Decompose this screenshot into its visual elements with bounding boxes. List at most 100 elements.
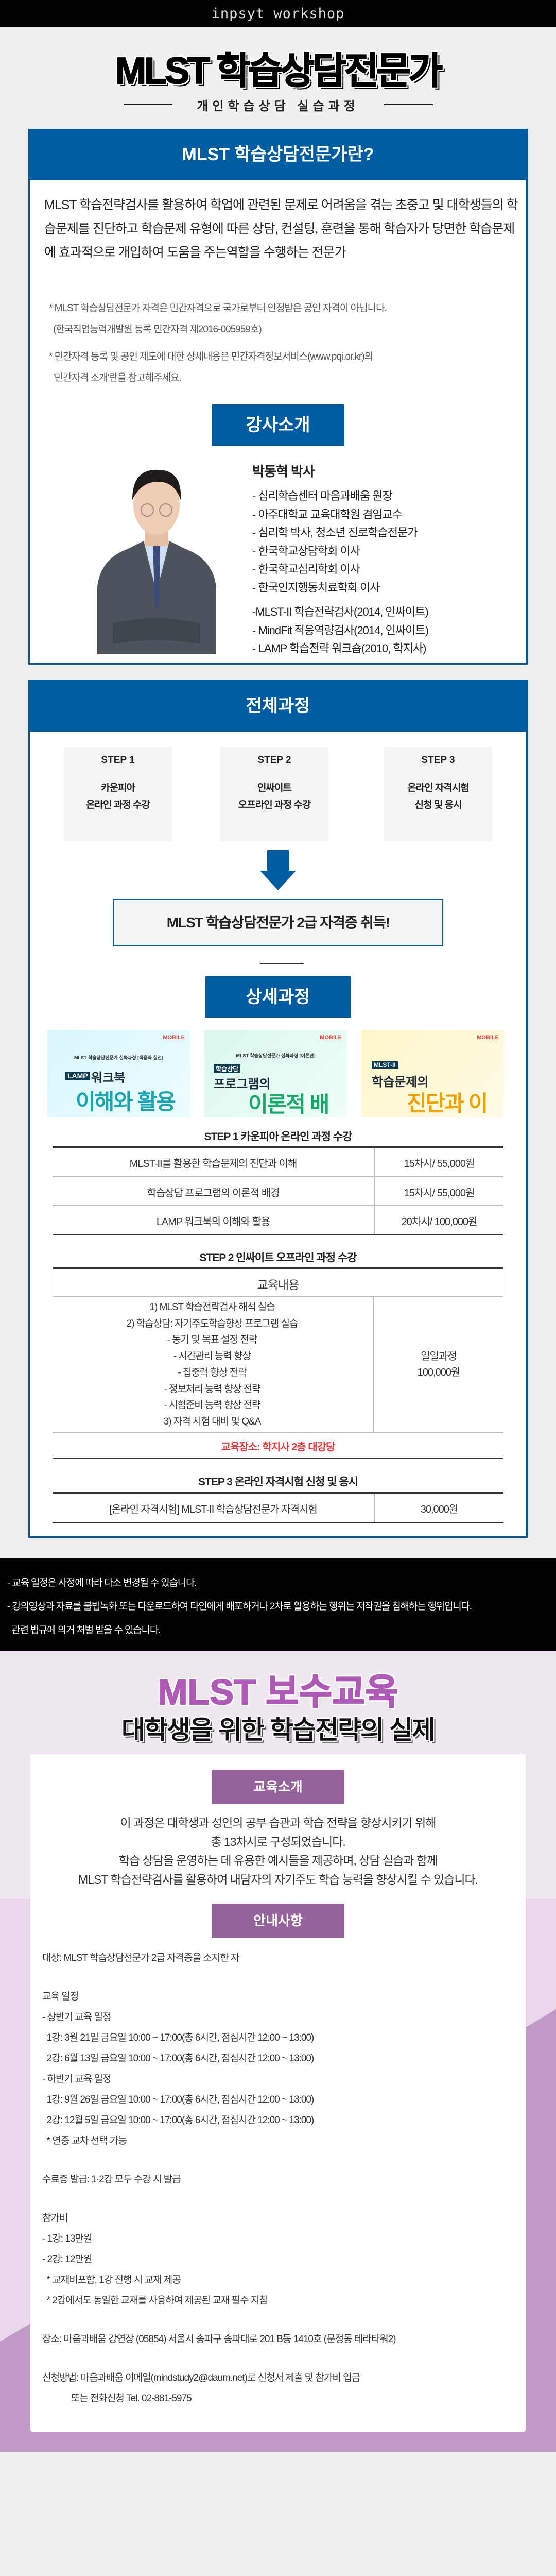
table-cell-price: 15차시/ 55,000원: [404, 1188, 475, 1199]
content-item: - 시간관리 능력 향상: [173, 1351, 251, 1362]
info-target: 대상: MLST 학습상담전문가 2급 자격증을 소지한 자: [42, 1953, 239, 1963]
content-item: - 시험준비 능력 향상 전략: [164, 1400, 260, 1411]
career-item: - 심리학습센터 마음과배움 원장: [252, 489, 393, 502]
course-thumbnail-lamp[interactable]: MOBILE MLST 학습상담전문가 심화과정 [적용와 실천] LAMP 워…: [47, 1030, 190, 1117]
divider: [260, 963, 304, 964]
note-line: * MLST 학습상담전문가 자격은 민간자격으로 국가로부터 인정받은 공인 …: [49, 303, 387, 314]
step3-title: STEP 3 온라인 자격시험 신청 및 응시: [198, 1476, 358, 1488]
step-label: STEP 1: [101, 755, 135, 766]
content-item: - 집중력 향상 전략: [178, 1367, 247, 1378]
note-line: * 민간자격 등록 및 공인 제도에 대한 상세내용은 민간자격정보서비스(ww…: [49, 351, 373, 362]
table-cell-course: [온라인 자격시험] MLST-II 학습상담전문가 자격시험: [109, 1504, 318, 1515]
instructor-name: 박동혁 박사: [252, 464, 315, 479]
info-line: 1강: 9월 26일 금요일 10:00 ~ 17:00(총 6시간, 점심시간…: [42, 2094, 315, 2105]
overall-heading: 전체과정: [28, 680, 528, 732]
thumb-title: 워크북: [91, 1071, 126, 1085]
step-text: 카운피아: [101, 783, 135, 793]
info-line: 2강: 12월 5일 금요일 10:00 ~ 17:00(총 6시간, 점심시간…: [42, 2115, 315, 2126]
intro-label: 교육소개: [212, 1770, 344, 1804]
intro-line: MLST 학습전략검사를 활용하여 내담자의 자기주도 학습 능력을 향상시킬 …: [78, 1872, 478, 1886]
thumb-highlight: 진단과 이해: [407, 1091, 488, 1115]
table-header: 교육내용: [257, 1278, 300, 1292]
content-item: - 정보처리 능력 향상 전략: [164, 1383, 260, 1395]
step-text: 온라인 자격시험: [407, 783, 470, 793]
hero-subtitle: 개인학습상담 실습과정: [197, 99, 359, 113]
refresher-subtitle: 대학생을 위한 학습전략의 실제: [121, 1716, 436, 1744]
info-line: 수료증 발급: 1·2강 모두 수강 시 발급: [42, 2174, 181, 2185]
info-line: - 상반기 교육 일정: [42, 2012, 112, 2023]
thumb-highlight: 이해와 활용: [76, 1090, 176, 1114]
course-price: 일일과정 100,000원: [374, 1349, 503, 1381]
content-item: 3) 자격 시험 대비 및 Q&A: [163, 1416, 262, 1427]
mobile-badge: MOBILE: [477, 1035, 499, 1041]
hero-title: MLST 학습상담전문가: [115, 50, 443, 92]
note-1: * MLST 학습상담전문가 자격은 민간자격으로 국가로부터 인정받은 공인 …: [49, 298, 517, 340]
column-divider: [373, 1297, 374, 1432]
column-divider: [374, 1494, 375, 1522]
table-cell-course: 학습상담 프로그램의 이론적 배경: [147, 1188, 280, 1199]
top-bar: inpsyt workshop: [0, 0, 556, 27]
info-line: - 2강: 12만원: [42, 2254, 92, 2265]
table-border: [53, 1234, 503, 1235]
instructor-button: 강사소개: [212, 404, 344, 446]
info-line: * 2강에서도 동일한 교재를 사용하여 제공된 교재 필수 지참: [42, 2295, 268, 2306]
divider: [384, 104, 433, 105]
notice-line: - 강의영상과 자료를 불법녹화 또는 다운로드하여 타인에게 배포하거나 2차…: [7, 1601, 472, 1612]
content-item: - 동기 및 목표 설정 전략: [167, 1334, 257, 1346]
table-border: [53, 1146, 503, 1148]
note-2: * 민간자격 등록 및 공인 제도에 대한 상세내용은 민간자격정보서비스(ww…: [49, 346, 517, 388]
detail-button: 상세과정: [205, 976, 351, 1018]
intro-line: 이 과정은 대학생과 성인의 공부 습관과 학습 전략을 향상시키기 위해: [120, 1816, 437, 1829]
mobile-badge: MOBILE: [163, 1035, 185, 1041]
step-label: STEP 2: [257, 755, 291, 766]
step-text: 오프라인 과정 수강: [238, 800, 311, 810]
table-cell-course: MLST-II를 활용한 학습문제의 진단과 이해: [129, 1158, 298, 1170]
info-line: * 교재비포함, 1강 진행 시 교재 제공: [42, 2275, 181, 2285]
price: 100,000원: [417, 1367, 461, 1378]
step1-title: STEP 1 카운피아 온라인 과정 수강: [204, 1131, 353, 1143]
instructor-photo: [97, 459, 216, 654]
step2-title: STEP 2 인싸이트 오프라인 과정 수강: [199, 1252, 357, 1264]
info-line: 1강: 3월 21일 금요일 10:00 ~ 17:00(총 6시간, 점심시간…: [42, 2032, 315, 2043]
info-line: * 연중 교차 선택 가능: [42, 2136, 127, 2146]
info-line: 신청방법: 마음과배움 이메일(mindstudy2@daum.net)로 신청…: [42, 2372, 360, 2383]
thumb-title: 학습문제의: [372, 1075, 429, 1089]
thumb-caption: MLST 학습상담전문가 심화과정 [적용와 실천]: [74, 1055, 163, 1060]
table-cell-price: 20차시/ 100,000원: [401, 1216, 478, 1228]
mobile-badge: MOBILE: [320, 1035, 342, 1041]
course-thumbnail-diagnosis[interactable]: MOBILE MLST-II 학습문제의 진단과 이해: [361, 1030, 504, 1117]
table-cell-price: 30,000원: [420, 1504, 459, 1515]
content-item: 1) MLST 학습전략검사 해석 실습: [149, 1302, 275, 1313]
divider: [124, 104, 172, 105]
info-line: - 1강: 13만원: [42, 2233, 92, 2244]
intro-paragraph: MLST 학습전략검사를 활용하여 학업에 관련된 문제로 어려움을 겪는 초중…: [44, 198, 518, 260]
career-item: - 한국학교심리학회 이사: [252, 563, 360, 575]
row-divider: [53, 1205, 503, 1206]
notice-line: - 교육 일정은 사정에 따라 다소 변경될 수 있습니다.: [7, 1578, 197, 1588]
info-line: 또는 전화신청 Tel. 02-881-5975: [42, 2393, 192, 2404]
info-line: 장소: 마음과배움 강연장 (05854) 서울시 송파구 송파대로 201 B…: [42, 2334, 396, 2345]
refresher-intro: 이 과정은 대학생과 성인의 공부 습관과 학습 전략을 향상시키기 위해 총 …: [30, 1814, 526, 1889]
course-thumbnail-theory[interactable]: MOBILE MLST 학습상담전문가 심화과정 [이론편] 학습상담 프로그램…: [204, 1030, 347, 1117]
note-line: (한국직업능력개발원 등록 민간자격 제2016-005959호): [53, 324, 262, 335]
education-place: 교육장소: 학지사 2층 대강당: [221, 1442, 336, 1453]
result-banner: MLST 학습상담전문가 2급 자격증 취득!: [113, 899, 443, 946]
thumb-tag: 학습상담: [214, 1064, 241, 1073]
info-line: - 하반기 교육 일정: [42, 2074, 112, 2084]
table-cell-price: 15차시/ 55,000원: [404, 1158, 475, 1170]
column-divider: [374, 1148, 375, 1234]
notice-line: 관련 법규에 의거 처벌 받을 수 있습니다.: [7, 1625, 161, 1636]
career-item: - 한국인지행동치료학회 이사: [252, 581, 380, 594]
info-label: 안내사항: [212, 1904, 344, 1938]
refresher-card: [30, 1754, 526, 2432]
career-item: - 아주대학교 교육대학원 겸임교수: [252, 507, 403, 521]
thumb-tag: MLST-II: [372, 1061, 398, 1069]
info-line: 참가비: [42, 2213, 68, 2224]
step-text: 인싸이트: [257, 783, 292, 793]
info-line: 교육 일정: [42, 1991, 79, 2002]
step-label: STEP 3: [421, 755, 455, 766]
table-border: [53, 1458, 503, 1459]
course-type: 일일과정: [421, 1351, 457, 1362]
thumb-tag: LAMP: [65, 1072, 90, 1080]
